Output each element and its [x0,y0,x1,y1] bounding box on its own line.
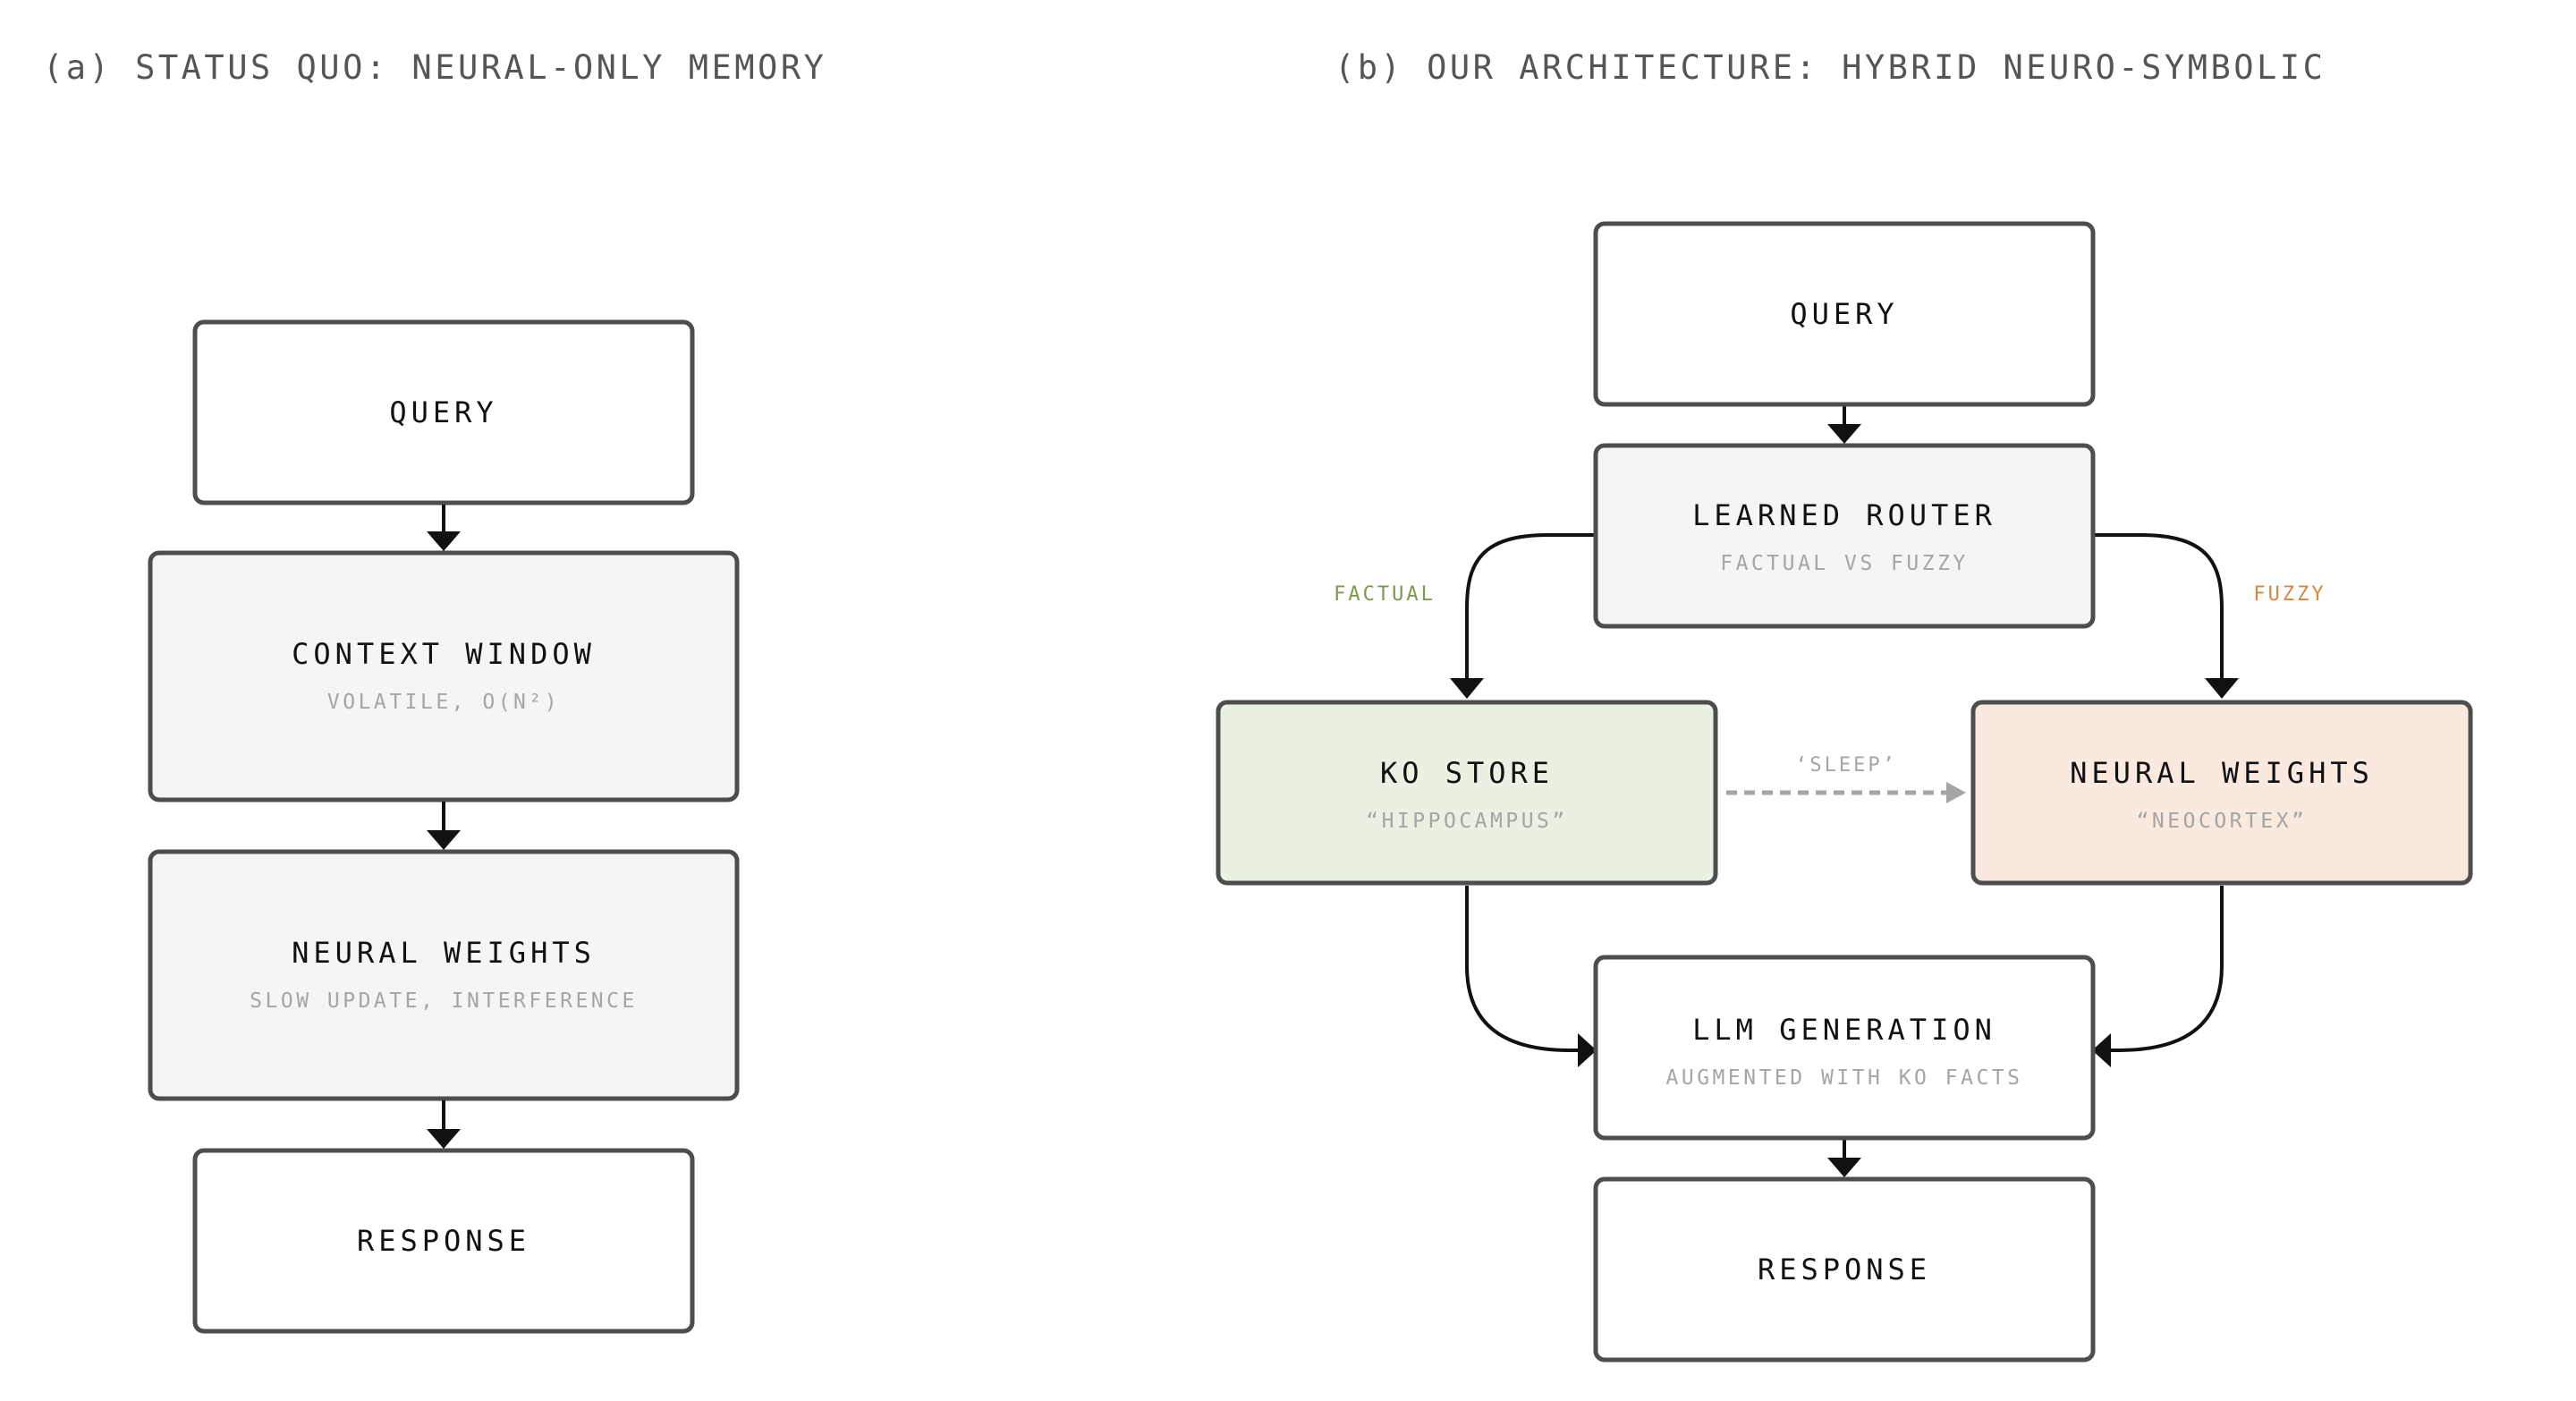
edge-b-fuzzy-label: FUZZY [2253,583,2326,606]
edge-b-sleep: ‘SLEEP’ [1726,754,1966,803]
node-a-neural-weights-box [148,849,740,1101]
edge-b-query-to-router-arrowhead [1827,424,1861,444]
edge-b-router-to-ko-store: FACTUAL [1334,533,1596,699]
node-b-neural-weights: NEURAL WEIGHTS “NEOCORTEX” [1970,700,2473,886]
node-b-llm-generation-sublabel: AUGMENTED WITH KO FACTS [1666,1066,2023,1090]
node-b-ko-store-label: KO STORE [1380,756,1554,790]
node-b-neural-weights-sublabel: “NEOCORTEX” [2137,810,2308,833]
node-b-ko-store-sublabel: “HIPPOCAMPUS” [1366,810,1568,833]
node-b-query: QUERY [1593,221,2096,407]
edge-a-weights-to-response-arrowhead [427,1129,461,1149]
node-a-query-label: QUERY [389,395,497,429]
edge-b-sleep-arrowhead [1946,782,1966,803]
node-b-response-label: RESPONSE [1758,1252,1931,1286]
node-b-neural-weights-label: NEURAL WEIGHTS [2070,756,2374,790]
node-a-query-box [192,319,695,505]
panel-a: (a) STATUS QUO: NEURAL-ONLY MEMORY QUERY… [43,48,826,1334]
node-b-ko-store-box [1216,700,1718,886]
node-a-response-box [192,1148,695,1334]
node-b-llm-generation: LLM GENERATION AUGMENTED WITH KO FACTS [1593,955,2096,1141]
edge-b-fuzzy-arrowhead [2205,678,2239,699]
node-b-router-sublabel: FACTUAL VS FUZZY [1720,552,1969,575]
panel-b: (b) OUR ARCHITECTURE: HYBRID NEURO-SYMBO… [1216,48,2473,1363]
edge-b-factual-arrowhead [1450,678,1484,699]
edge-a-context-to-weights [427,802,461,850]
node-a-context-window: CONTEXT WINDOW VOLATILE, O(N²) [148,550,740,802]
edge-b-neural-weights-to-llm-path [2111,886,2224,1052]
edge-a-query-to-context-arrowhead [427,531,461,551]
edge-b-router-to-neural-weights: FUZZY [2093,533,2326,699]
edge-b-factual-path [1465,533,1596,678]
edge-b-ko-store-to-llm-path [1465,886,1578,1052]
edge-a-query-to-context [427,505,461,551]
edge-b-factual-label: FACTUAL [1334,583,1436,606]
node-b-response-box [1593,1176,2096,1363]
edge-b-neural-weights-to-llm [2092,886,2224,1067]
node-a-response: RESPONSE [192,1148,695,1334]
node-a-query: QUERY [192,319,695,505]
node-b-router-box [1593,443,2096,629]
node-b-router-label: LEARNED ROUTER [1692,498,1996,532]
edge-b-ko-store-to-llm-arrowhead [1578,1033,1597,1067]
edge-b-fuzzy-path [2093,533,2224,678]
panel-a-title: (a) STATUS QUO: NEURAL-ONLY MEMORY [43,48,826,87]
node-a-context-window-label: CONTEXT WINDOW [292,637,596,671]
node-a-response-label: RESPONSE [357,1224,530,1258]
node-a-neural-weights: NEURAL WEIGHTS SLOW UPDATE, INTERFERENCE [148,849,740,1101]
node-b-query-box [1593,221,2096,407]
node-b-response: RESPONSE [1593,1176,2096,1363]
node-a-context-window-box [148,550,740,802]
edge-b-llm-to-response [1827,1140,1861,1177]
node-b-llm-generation-box [1593,955,2096,1141]
node-b-router: LEARNED ROUTER FACTUAL VS FUZZY [1593,443,2096,629]
node-b-ko-store: KO STORE “HIPPOCAMPUS” [1216,700,1718,886]
edge-b-neural-weights-to-llm-arrowhead [2092,1033,2111,1067]
edge-b-query-to-router [1827,406,1861,444]
node-b-query-label: QUERY [1790,297,1898,331]
panel-b-title: (b) OUR ARCHITECTURE: HYBRID NEURO-SYMBO… [1335,48,2326,87]
edge-a-weights-to-response [427,1100,461,1149]
node-a-neural-weights-label: NEURAL WEIGHTS [292,936,596,970]
node-b-llm-generation-label: LLM GENERATION [1692,1013,1996,1047]
node-a-neural-weights-sublabel: SLOW UPDATE, INTERFERENCE [250,989,638,1013]
edge-a-context-to-weights-arrowhead [427,830,461,850]
edge-b-sleep-label: ‘SLEEP’ [1795,754,1897,777]
node-a-context-window-sublabel: VOLATILE, O(N²) [327,691,560,714]
edge-b-llm-to-response-arrowhead [1827,1158,1861,1177]
edge-b-ko-store-to-llm [1465,886,1597,1067]
node-b-neural-weights-box [1970,700,2473,886]
